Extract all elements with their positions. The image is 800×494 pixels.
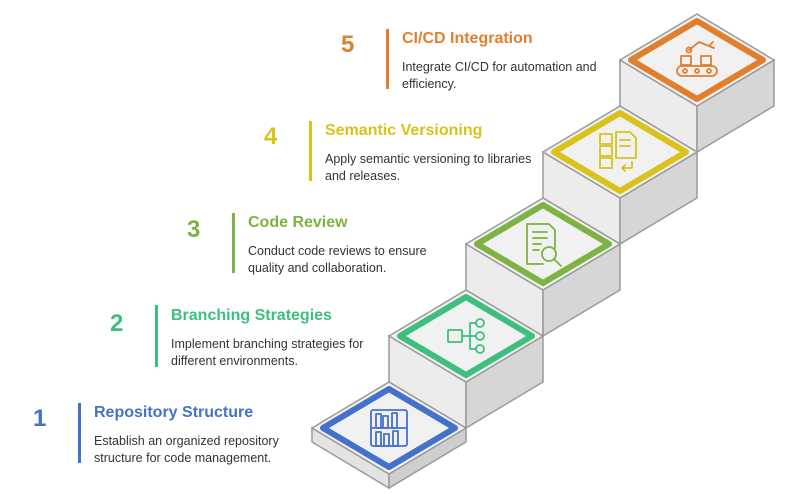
step-4-title: Semantic Versioning (325, 122, 483, 139)
step-2-description: Implement branching strategies for diffe… (171, 337, 364, 368)
step-3-description: Conduct code reviews to ensure quality a… (248, 244, 427, 275)
step-5-number: 5 (341, 31, 355, 58)
step-4-bar (309, 121, 312, 181)
step-2-number: 2 (110, 310, 124, 337)
bookshelf-icon (370, 409, 408, 447)
version-document-icon (599, 131, 637, 172)
document-search-icon (526, 223, 562, 267)
step-2-title: Branching Strategies (171, 307, 332, 324)
step-1-bar (78, 403, 81, 463)
step-3-bar (232, 213, 235, 273)
step-3-number: 3 (187, 216, 201, 243)
step-1-tile (310, 381, 468, 475)
step-5-bar (386, 29, 389, 89)
step-2-bar (155, 305, 158, 367)
step-5-title: CI/CD Integration (402, 30, 533, 47)
step-4-tile (541, 105, 699, 199)
step-2-tile (387, 289, 545, 383)
step-5-description: Integrate CI/CD for automation and effic… (402, 60, 597, 91)
step-1-number: 1 (33, 405, 47, 432)
step-4-description: Apply semantic versioning to libraries a… (325, 152, 532, 183)
conveyor-robot-icon (676, 41, 718, 77)
step-3-tile (464, 197, 622, 291)
step-1-description: Establish an organized repository struct… (94, 434, 279, 465)
branch-diagram-icon (447, 318, 485, 354)
step-1-title: Repository Structure (94, 404, 254, 421)
step-5-tile (618, 13, 776, 107)
step-4-number: 4 (264, 123, 278, 150)
step-3-title: Code Review (248, 214, 348, 231)
